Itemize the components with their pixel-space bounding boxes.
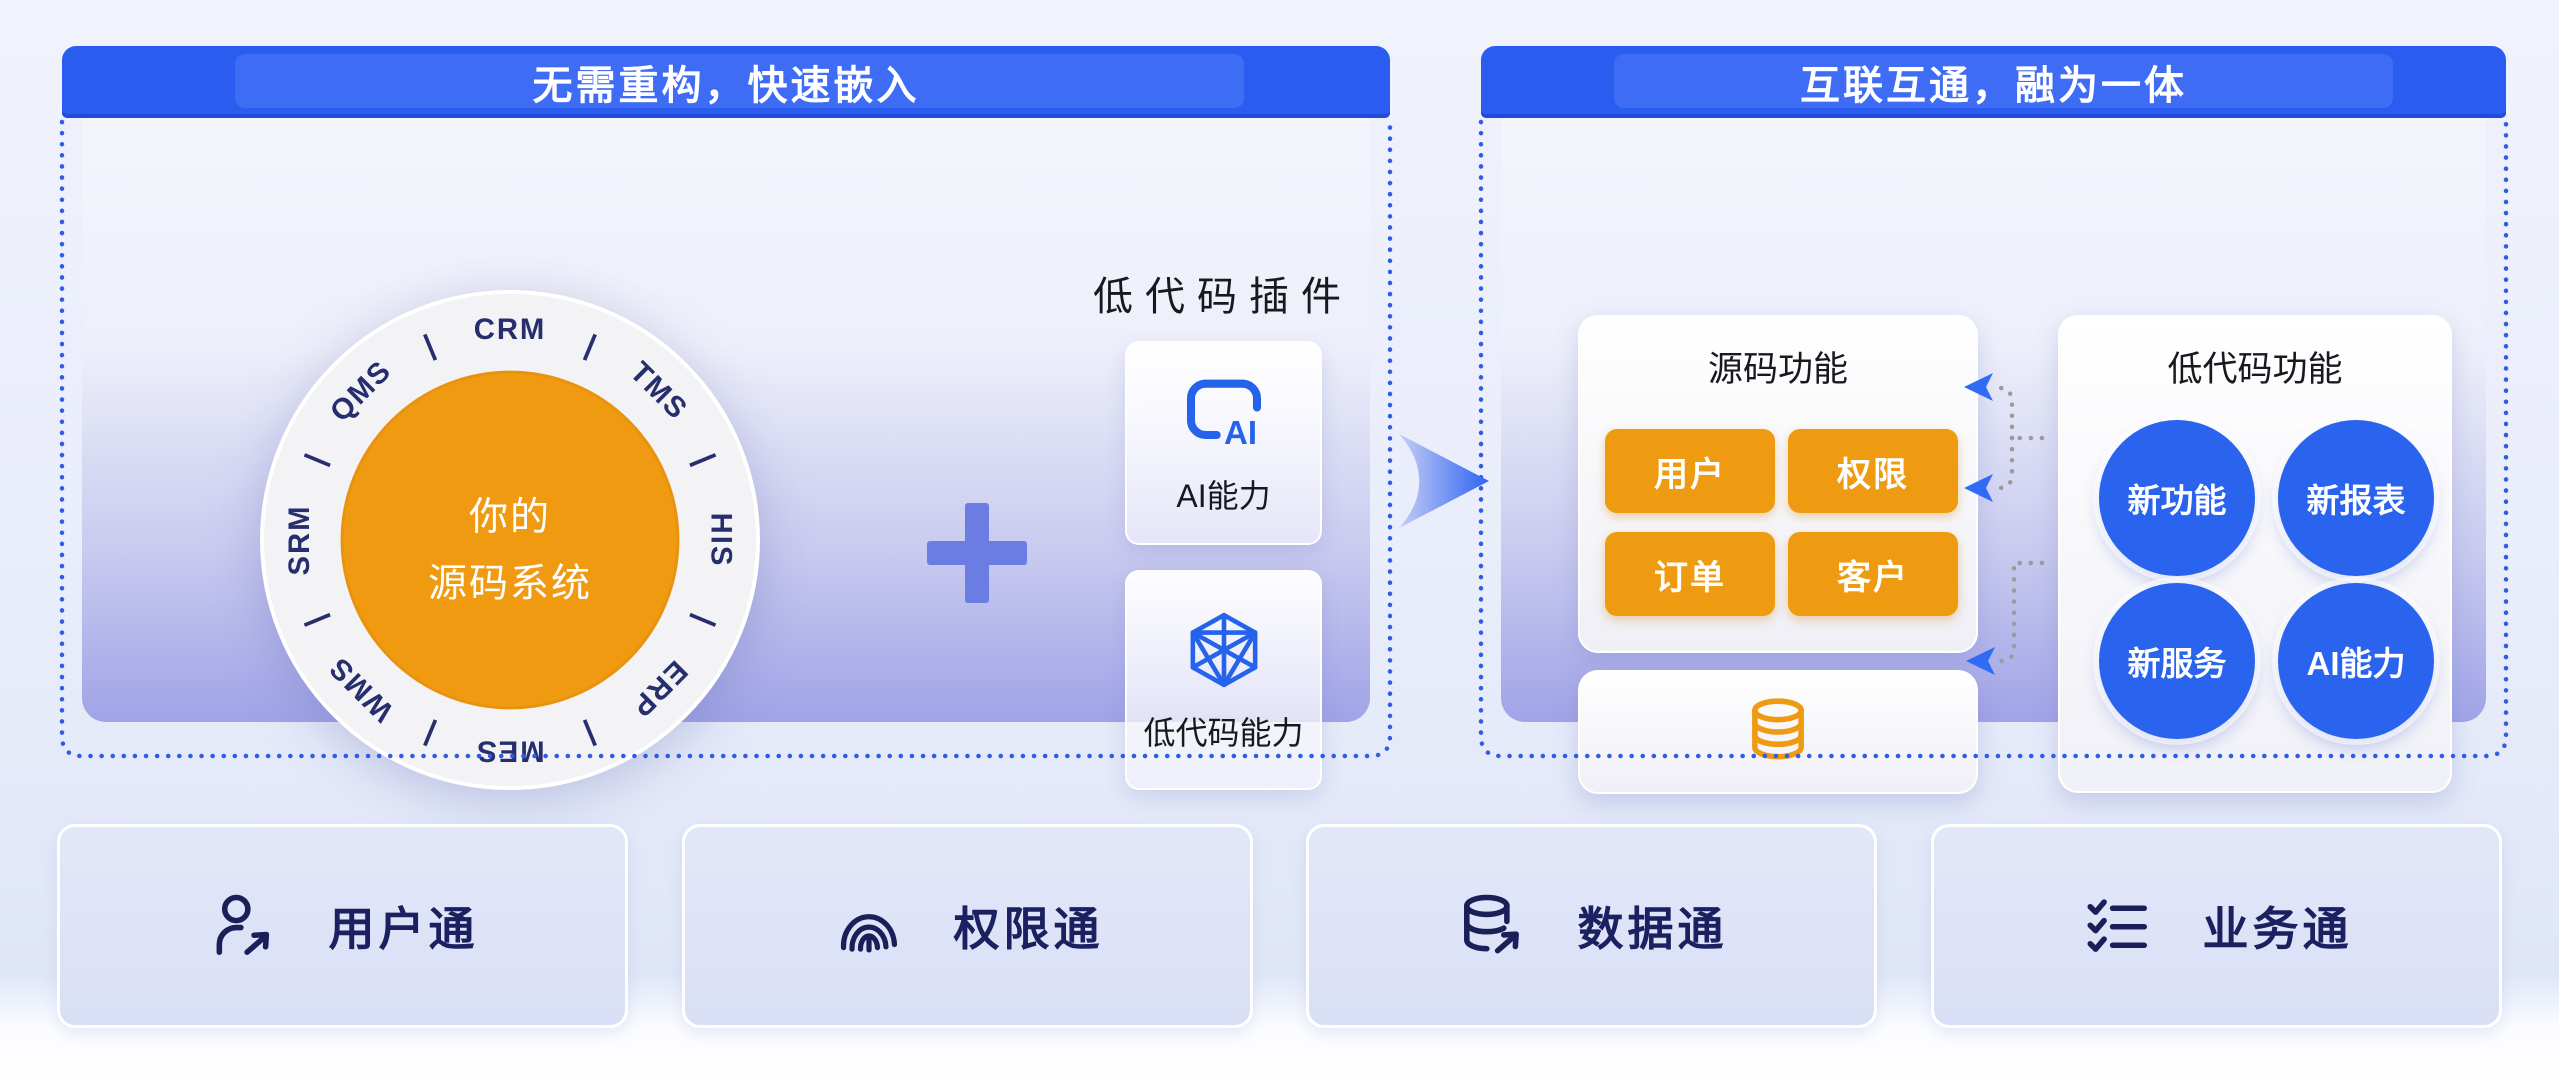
database-share-icon bbox=[1463, 894, 1519, 954]
feature-card-permission-connect[interactable]: 权限通 bbox=[682, 824, 1253, 1028]
checklist-icon bbox=[2086, 899, 2147, 952]
lowcode-circle-new-function[interactable]: 新功能 bbox=[2099, 420, 2255, 576]
source-function-chip-customer[interactable]: 客户 bbox=[1788, 532, 1958, 616]
ring-label: MES bbox=[475, 734, 544, 767]
inner-orange-circle bbox=[340, 370, 680, 710]
cube-icon bbox=[1190, 612, 1257, 688]
ring-label: CRM bbox=[474, 313, 547, 346]
feature-card-label: 数据通 bbox=[1577, 903, 1728, 955]
source-system-circle-svg: CRM | TMS | HIS | ERP | MES | WMS | SRM … bbox=[260, 290, 760, 790]
source-function-chip-user[interactable]: 用户 bbox=[1605, 429, 1775, 513]
ai-icon-text: AI bbox=[1224, 414, 1257, 451]
lowcode-functions-title: 低代码功能 bbox=[2167, 350, 2343, 389]
ai-capability-card[interactable]: AI AI能力 bbox=[1125, 341, 1322, 545]
header-highlight bbox=[1614, 54, 2394, 108]
plus-vertical-bar bbox=[965, 503, 989, 603]
ring-label: SRM bbox=[283, 505, 316, 576]
right-panel-body: 源码功能 用户 权限 订单 客户 低代码功能 新功能 新报表 新服务 A bbox=[1501, 118, 2486, 794]
database-box bbox=[1578, 670, 1978, 794]
plugin-title: 低代码插件 bbox=[1093, 275, 1353, 319]
feature-card-user-connect[interactable]: 用户通 bbox=[57, 824, 628, 1028]
feature-card-label: 权限通 bbox=[953, 903, 1104, 955]
right-panel-header: 互联互通，融为一体 bbox=[1481, 46, 2506, 118]
right-panel-title: 互联互通，融为一体 bbox=[1800, 64, 2187, 108]
feature-card-label: 业务通 bbox=[2202, 903, 2353, 955]
ai-capability-label: AI能力 bbox=[1176, 478, 1271, 514]
feature-card-data-connect[interactable]: 数据通 bbox=[1306, 824, 1877, 1028]
lowcode-capability-label: 低代码能力 bbox=[1143, 715, 1304, 751]
left-panel-header: 无需重构，快速嵌入 bbox=[62, 46, 1390, 118]
ring-label: HIS bbox=[704, 513, 737, 568]
left-panel: 无需重构，快速嵌入 CRM | TMS | HIS | ERP | MES | bbox=[62, 46, 1390, 790]
circle-center-line2: 源码系统 bbox=[428, 563, 592, 606]
user-share-icon bbox=[216, 894, 269, 955]
lowcode-circle-ai-capability[interactable]: AI能力 bbox=[2278, 583, 2434, 739]
source-function-chip-order[interactable]: 订单 bbox=[1605, 532, 1775, 616]
lowcode-circle-new-service[interactable]: 新服务 bbox=[2099, 583, 2255, 739]
ai-chat-icon: AI bbox=[1186, 379, 1261, 451]
lowcode-functions-box: 低代码功能 新功能 新报表 新服务 AI能力 bbox=[2058, 315, 2452, 793]
fingerprint-icon bbox=[840, 914, 897, 953]
left-panel-title: 无需重构，快速嵌入 bbox=[532, 64, 920, 108]
source-functions-box: 源码功能 用户 权限 订单 客户 bbox=[1578, 315, 1978, 653]
database-icon bbox=[1752, 698, 1804, 760]
header-highlight bbox=[234, 54, 1244, 108]
left-panel-body: CRM | TMS | HIS | ERP | MES | WMS | SRM … bbox=[82, 118, 1370, 790]
source-system-circle: CRM | TMS | HIS | ERP | MES | WMS | SRM … bbox=[260, 290, 760, 790]
feature-card-label: 用户通 bbox=[328, 903, 479, 955]
source-function-chip-permission[interactable]: 权限 bbox=[1788, 429, 1958, 513]
source-functions-title: 源码功能 bbox=[1707, 350, 1848, 389]
plus-icon bbox=[927, 503, 1027, 603]
right-panel: 互联互通，融为一体 源码功能 用户 权限 订单 客户 低代码功能 新 bbox=[1481, 46, 2506, 794]
feature-card-business-connect[interactable]: 业务通 bbox=[1931, 824, 2502, 1028]
merge-arrow-icon bbox=[1399, 434, 1489, 528]
lowcode-capability-card[interactable]: 低代码能力 bbox=[1125, 570, 1322, 790]
lowcode-circle-new-report[interactable]: 新报表 bbox=[2278, 420, 2434, 576]
circle-center-line1: 你的 bbox=[469, 496, 551, 539]
